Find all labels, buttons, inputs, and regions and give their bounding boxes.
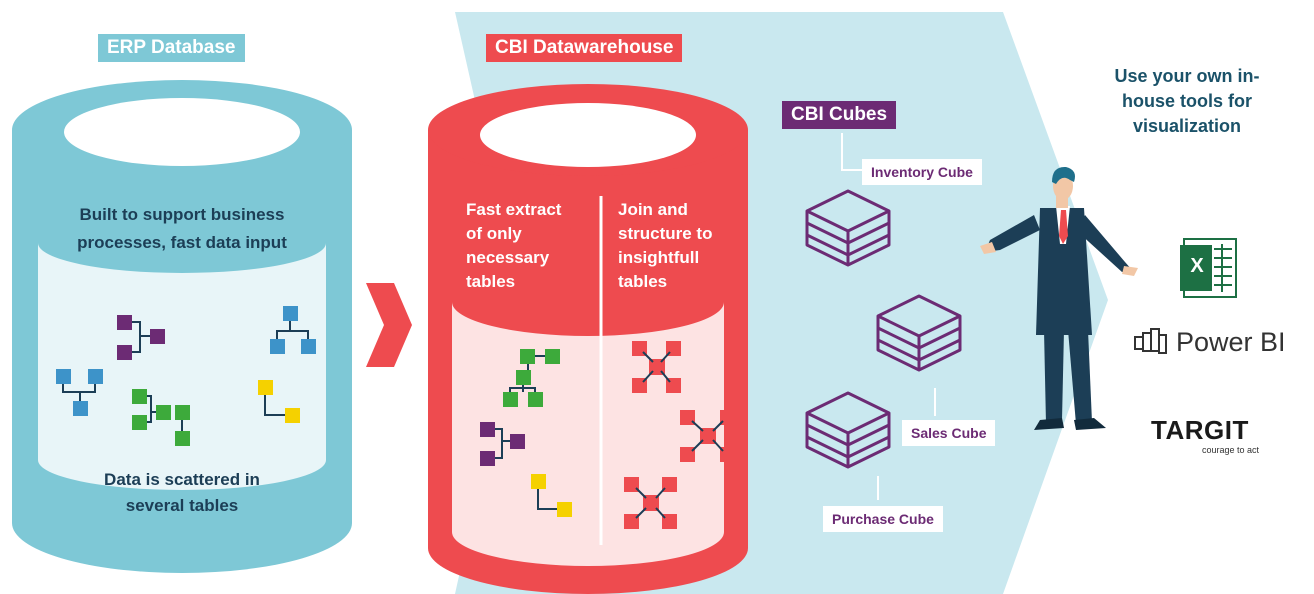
dwh-yellow-table-icon	[531, 474, 572, 517]
erp-cylinder	[12, 80, 352, 573]
dwh-right-text: Join and structure to insightfull tables	[618, 200, 713, 291]
cubes-title: CBI Cubes	[782, 101, 897, 129]
purchase-cube-label: Purchase Cube	[823, 506, 943, 532]
targit-tagline: courage to act	[1202, 445, 1260, 455]
power-bi-icon	[1134, 328, 1167, 354]
erp-bottom-text: Data is scattered in several tables	[104, 470, 260, 515]
power-bi-label: Power BI	[1176, 327, 1286, 357]
targit-logo: TARGIT	[1151, 415, 1249, 445]
erp-blue-table-icon-1	[270, 306, 316, 354]
cube-connectors	[841, 133, 936, 500]
erp-top-text: Built to support business processes, fas…	[77, 205, 287, 252]
erp-yellow-table-icon	[258, 380, 300, 423]
sales-cube-label: Sales Cube	[902, 420, 996, 446]
dwh-left-text: Fast extract of only necessary tables	[466, 200, 562, 291]
erp-title: ERP Database	[98, 34, 245, 62]
dwh-purple-table-icon	[480, 422, 525, 466]
dwh-star-table-icon-1	[632, 341, 681, 393]
dwh-cylinder-opening	[480, 103, 696, 167]
cube-icon-sales	[876, 294, 962, 372]
businessman-illustration	[980, 166, 1138, 430]
inventory-cube-label: Inventory Cube	[862, 159, 982, 185]
erp-blue-table-icon-2	[56, 369, 103, 416]
erp-table-icons	[56, 306, 316, 446]
dwh-star-table-icon-2	[680, 410, 735, 462]
excel-glyph: X	[1190, 255, 1204, 277]
cube-icon-purchase	[805, 391, 891, 469]
erp-inner-panel	[38, 243, 326, 490]
dwh-green-table-icon	[503, 349, 560, 407]
excel-icon	[1180, 238, 1237, 298]
dwh-title: CBI Datawarehouse	[486, 34, 683, 62]
tools-heading: Use your own in-house tools for visualiz…	[1114, 66, 1260, 136]
dwh-cylinder	[428, 84, 748, 594]
erp-purple-table-icon	[117, 315, 165, 360]
dwh-star-table-icon-3	[624, 477, 677, 529]
erp-green-table-icon	[132, 389, 190, 446]
dwh-table-icons	[480, 341, 735, 529]
cube-icon-inventory	[805, 189, 891, 267]
flow-arrow	[366, 283, 412, 367]
erp-cylinder-opening	[64, 98, 300, 166]
